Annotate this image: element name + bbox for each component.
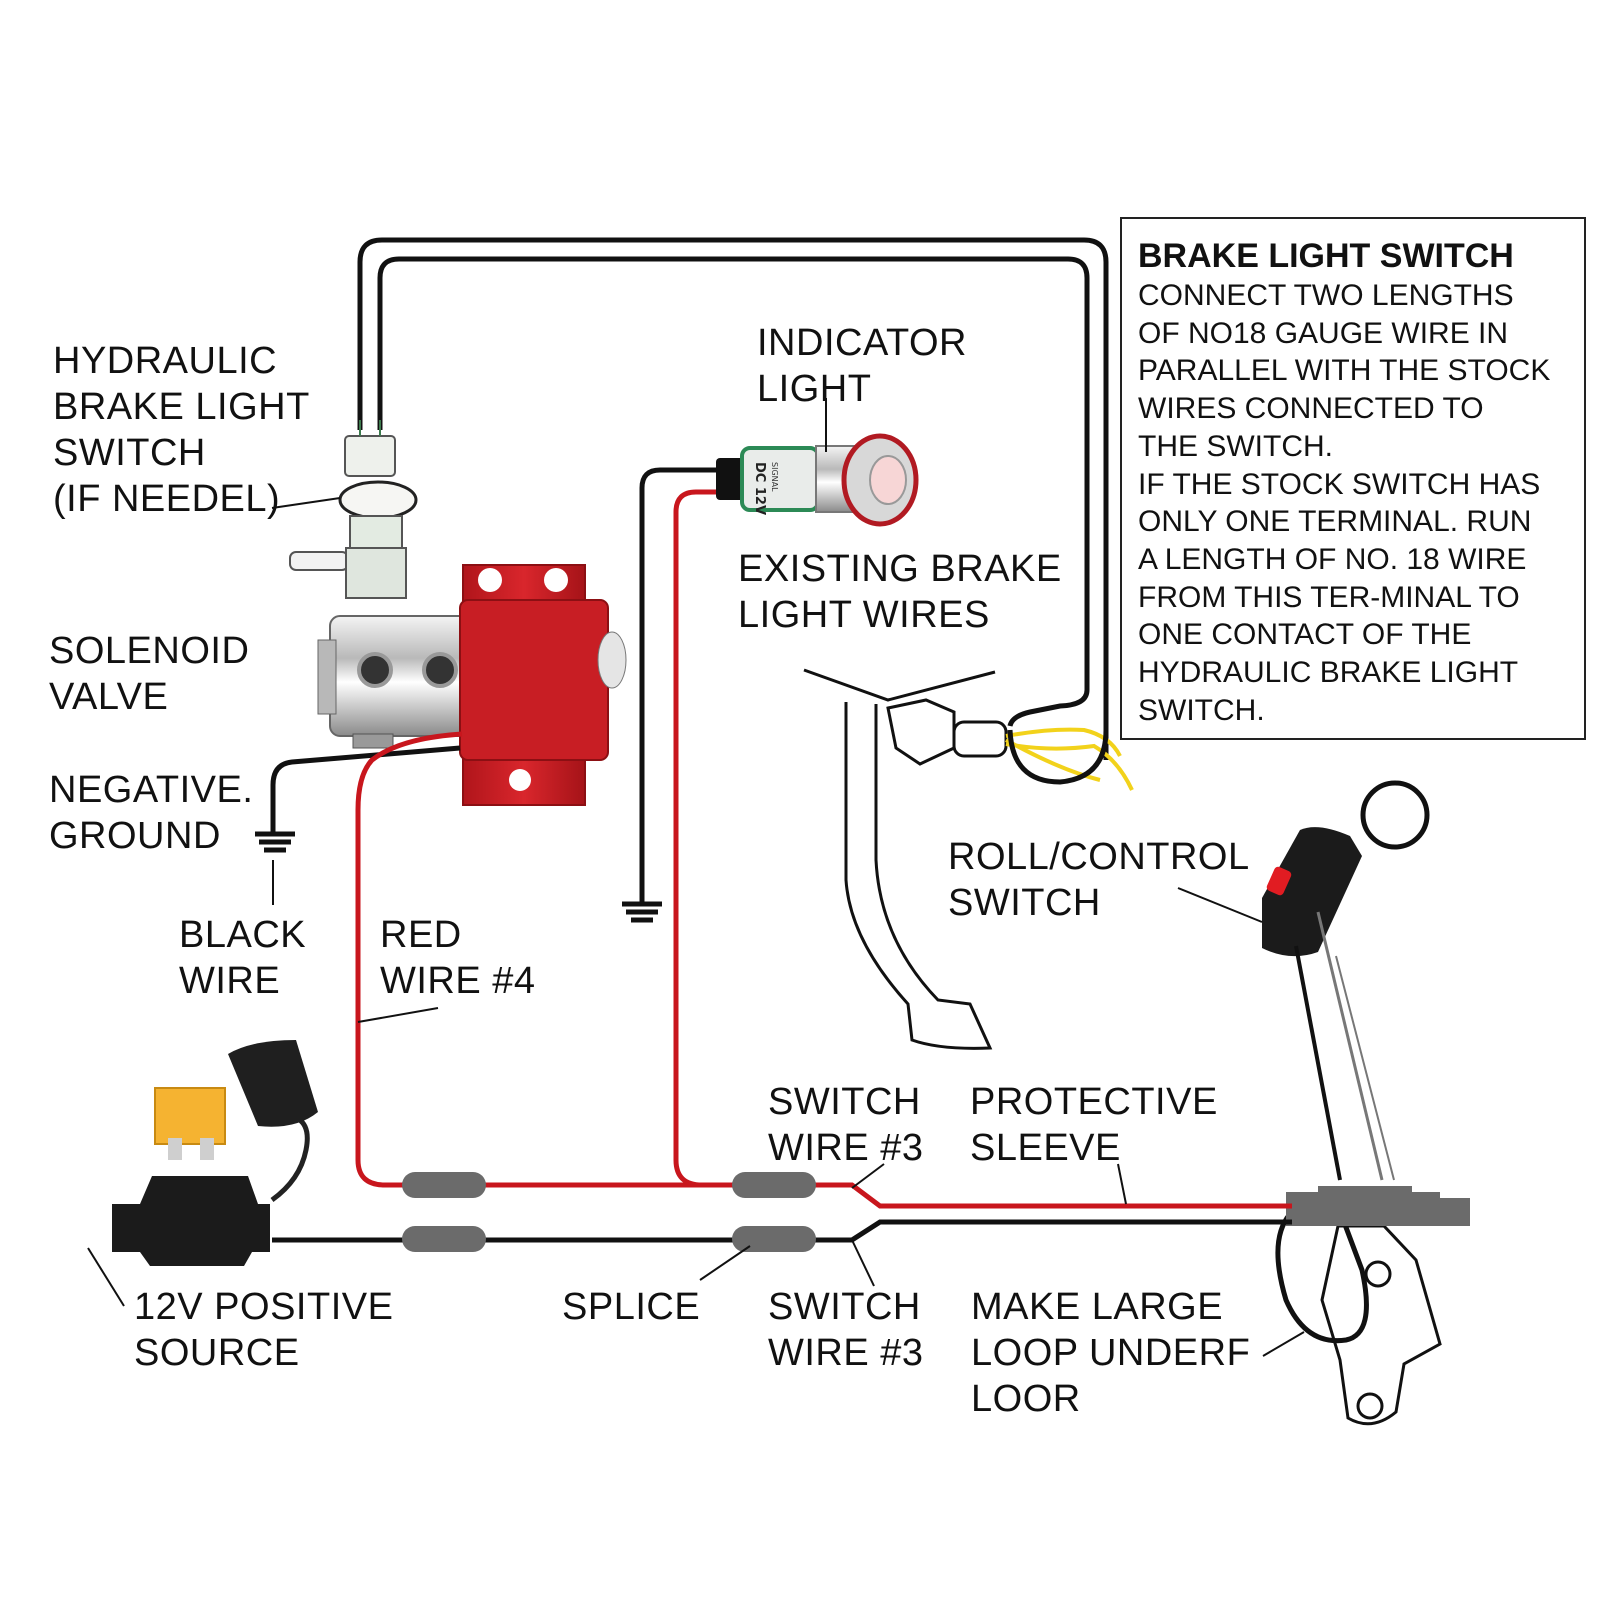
note-line: HYDRAULIC BRAKE LIGHT: [1138, 656, 1519, 690]
switch-wire-bottom-label: SWITCH WIRE #3: [768, 1284, 924, 1376]
label-line: (IF NEEDEL): [53, 478, 281, 520]
note-title: BRAKE LIGHT SWITCH: [1138, 237, 1514, 275]
roll-control-switch-label: ROLL/CONTROL SWITCH: [948, 834, 1250, 926]
splice-sleeve: [402, 1172, 486, 1198]
note-body: CONNECT TWO LENGTHS OF NO18 GAUGE WIRE I…: [1138, 277, 1584, 729]
brake-light-switch-note: BRAKE LIGHT SWITCH CONNECT TWO LENGTHS O…: [1120, 217, 1586, 740]
indicator-print-top: DC 12V: [752, 462, 767, 515]
negative-ground-label: NEGATIVE. GROUND: [49, 767, 253, 859]
black-wire-label: BLACK WIRE: [179, 912, 306, 1004]
hydraulic-brake-light-switch: [289, 420, 418, 599]
note-line: WIRES CONNECTED TO: [1138, 392, 1484, 426]
note-line: ONE CONTACT OF THE: [1138, 618, 1472, 652]
note-line: ONLY ONE TERMINAL. RUN: [1138, 505, 1532, 539]
label-line: ROLL/CONTROL: [948, 836, 1250, 878]
brake-switch-loop-wire: [1007, 729, 1109, 785]
existing-brake-light-wires: [1005, 727, 1134, 791]
note-line: A LENGTH OF NO. 18 WIRE: [1138, 542, 1527, 576]
label-line: HYDRAULIC: [53, 340, 278, 382]
indicator-print-bottom: SIGNAL: [770, 462, 779, 492]
splice-sleeve: [402, 1226, 486, 1252]
label-line: NEGATIVE.: [49, 769, 254, 811]
label-line: MAKE LARGE: [971, 1286, 1224, 1328]
large-loop-wire: [1275, 1205, 1369, 1344]
note-line: SWITCH.: [1138, 693, 1265, 727]
label-line: INDICATOR: [757, 322, 967, 364]
label-line: GROUND: [49, 815, 221, 857]
label-line: SOURCE: [134, 1332, 300, 1374]
label-line: EXISTING BRAKE: [738, 548, 1062, 590]
roll-control-leader: [1177, 887, 1263, 923]
label-line: SLEEVE: [970, 1127, 1121, 1169]
red-wire-label: RED WIRE #4: [380, 912, 536, 1004]
protective-sleeve-label: PROTECTIVE SLEEVE: [970, 1079, 1218, 1171]
protective-sleeve-leader: [1117, 1163, 1127, 1205]
splice-leader: [699, 1245, 751, 1281]
red-wire-4: [355, 731, 700, 1188]
roll-control-switch: [1262, 780, 1430, 1181]
label-line: LIGHT WIRES: [738, 594, 990, 636]
label-line: 12V POSITIVE: [134, 1286, 394, 1328]
note-line: THE SWITCH.: [1138, 429, 1333, 463]
indicator-light-label: INDICATOR LIGHT: [757, 320, 967, 412]
label-line: PROTECTIVE: [970, 1081, 1218, 1123]
label-line: LOOP UNDERF: [971, 1332, 1251, 1374]
note-line: FROM THIS TER-MINAL TO: [1138, 580, 1520, 614]
large-loop-label: MAKE LARGE LOOP UNDERF LOOR: [971, 1284, 1250, 1422]
existing-wires-label: EXISTING BRAKE LIGHT WIRES: [738, 546, 1062, 638]
label-line: SWITCH: [768, 1081, 921, 1123]
solenoid-valve: [317, 564, 627, 806]
note-line: CONNECT TWO LENGTHS: [1138, 279, 1514, 312]
label-line: BRAKE LIGHT: [53, 386, 310, 428]
label-line: LOOR: [971, 1378, 1081, 1420]
switch-wire-3-black: [272, 1219, 1292, 1243]
fuse-holder: [112, 1040, 318, 1266]
label-line: WIRE #3: [768, 1127, 924, 1169]
label-line: SWITCH: [948, 882, 1101, 924]
splice-sleeves: [402, 1172, 816, 1252]
note-line: PARALLEL WITH THE STOCK: [1138, 354, 1551, 388]
positive-source-label: 12V POSITIVE SOURCE: [134, 1284, 393, 1376]
indicator-light: DC 12V SIGNAL: [622, 433, 919, 1188]
hydraulic-switch-label: HYDRAULIC BRAKE LIGHT SWITCH (IF NEEDEL): [53, 338, 310, 522]
label-line: WIRE: [179, 960, 281, 1002]
label-line: SPLICE: [562, 1286, 701, 1328]
label-line: SOLENOID: [49, 630, 250, 672]
switch-wire-top-leader: [851, 1163, 885, 1189]
brake-pedal: [803, 668, 1008, 1050]
splice-sleeve: [732, 1226, 816, 1252]
black-ground-wire: [255, 745, 461, 853]
solenoid-valve-label: SOLENOID VALVE: [49, 628, 249, 720]
label-line: RED: [380, 914, 462, 956]
label-line: VALVE: [49, 676, 169, 718]
note-line: IF THE STOCK SWITCH HAS: [1138, 467, 1541, 501]
large-loop-leader: [1262, 1331, 1305, 1357]
label-line: LIGHT: [757, 368, 872, 410]
shifter-base: [1320, 1224, 1442, 1426]
label-line: WIRE #3: [768, 1332, 924, 1374]
note-line: OF NO18 GAUGE WIRE IN: [1138, 316, 1509, 350]
label-line: SWITCH: [53, 432, 206, 474]
label-line: SWITCH: [768, 1286, 921, 1328]
red-wire-leader: [357, 1007, 439, 1023]
splice-label: SPLICE: [562, 1284, 700, 1330]
hydraulic-switch-leader: [271, 497, 341, 509]
floor-sleeve: [1286, 1186, 1470, 1226]
hydraulic-switch-wire-loop: [357, 237, 1109, 760]
positive-source-leader: [87, 1247, 125, 1307]
label-line: BLACK: [179, 914, 307, 956]
splice-sleeve: [732, 1172, 816, 1198]
switch-wire-top-label: SWITCH WIRE #3: [768, 1079, 924, 1171]
switch-wire-bottom-leader: [851, 1239, 875, 1287]
label-line: WIRE #4: [380, 960, 536, 1002]
